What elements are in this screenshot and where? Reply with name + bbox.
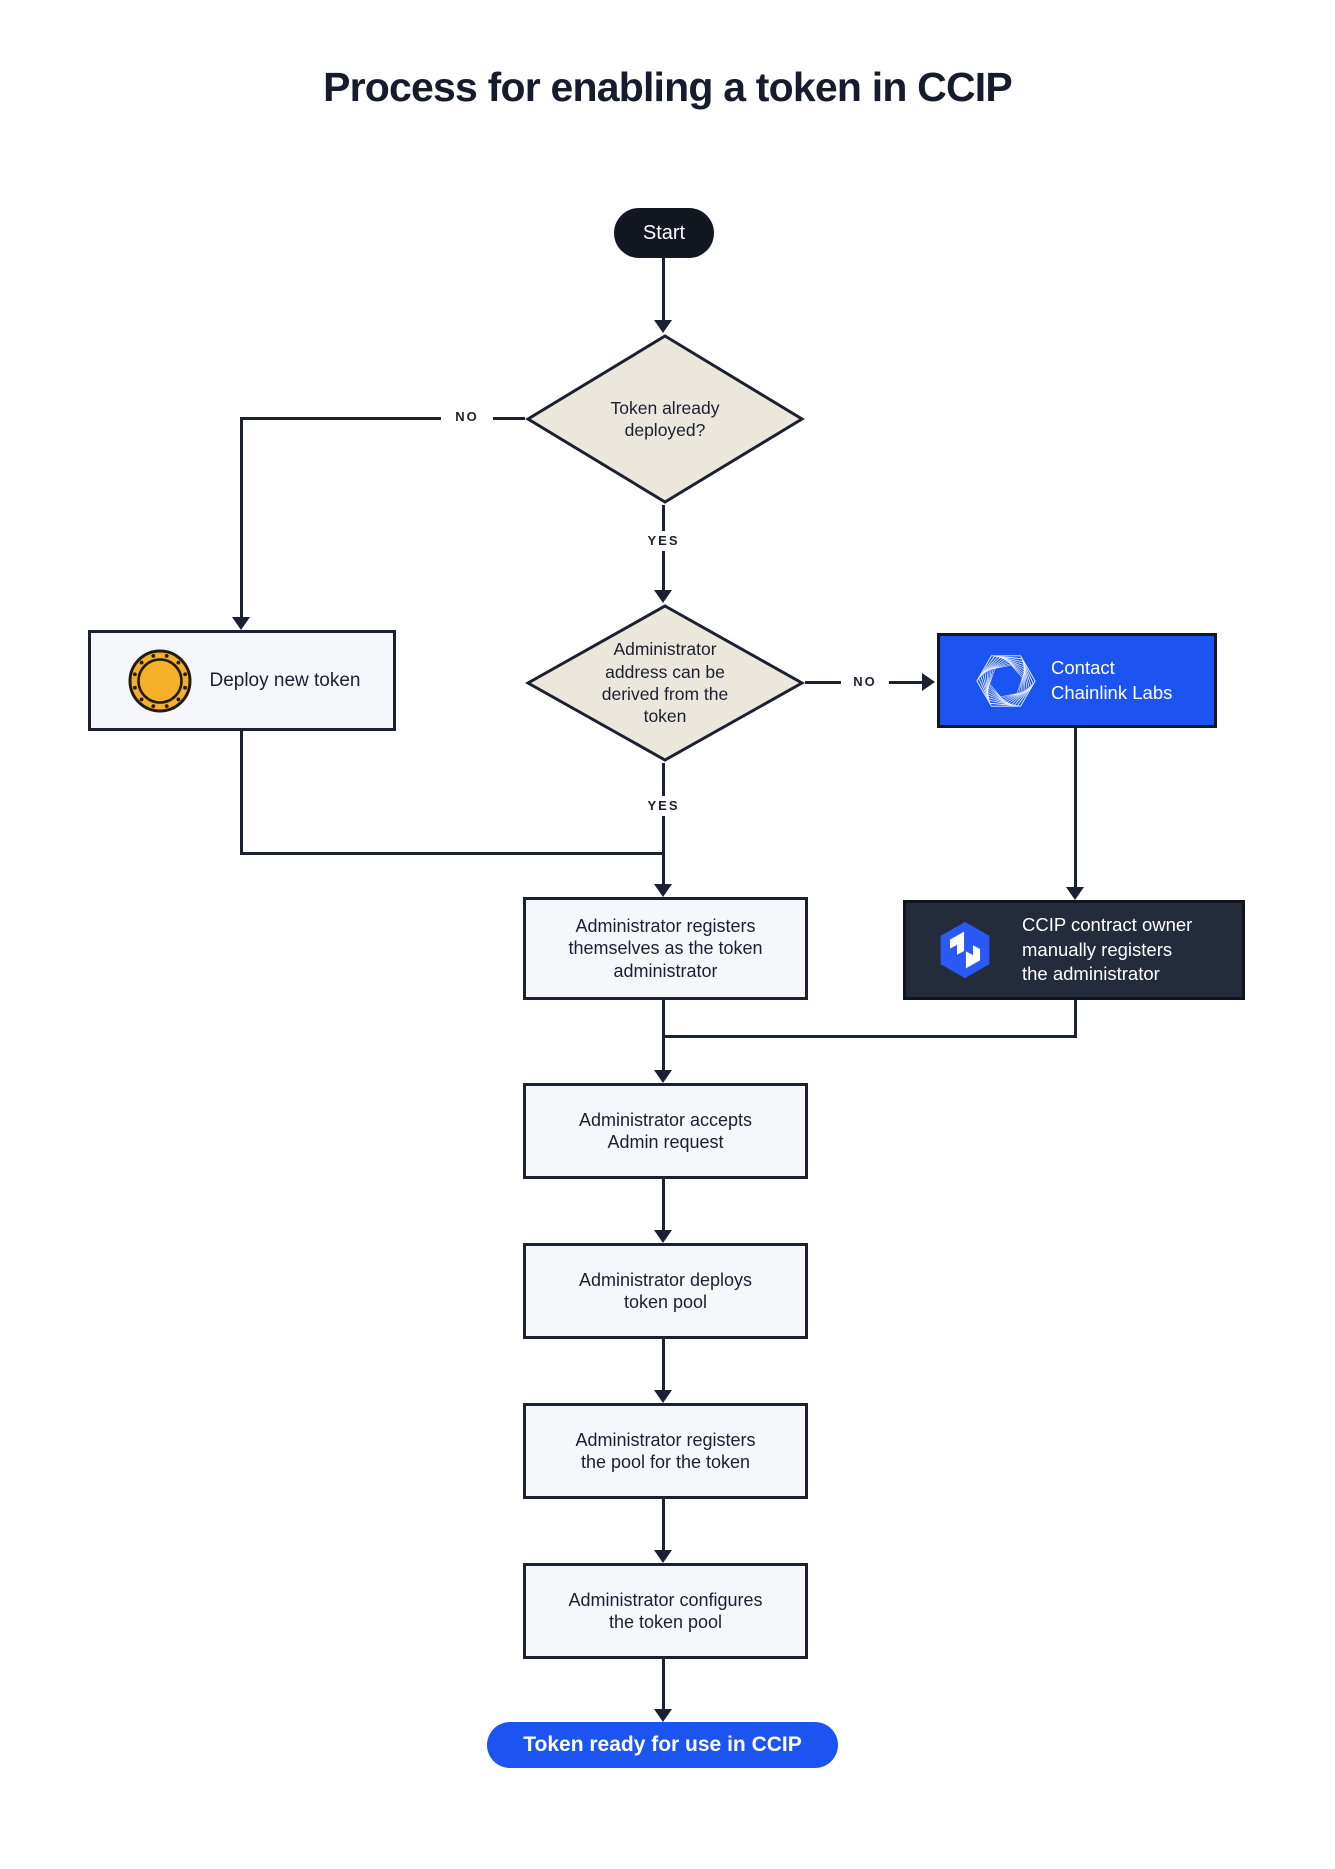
start-node: Start bbox=[614, 208, 714, 258]
admin-registers-pool-label: Administrator registers the pool for the… bbox=[575, 1429, 756, 1473]
edge-label-no: NO bbox=[441, 407, 493, 427]
admin-accepts-label: Administrator accepts Admin request bbox=[578, 1109, 753, 1153]
diamond-shape bbox=[525, 604, 805, 762]
admin-deploys-pool-label: Administrator deploys token pool bbox=[578, 1269, 753, 1313]
edge-start-to-decision1 bbox=[662, 258, 665, 322]
arrowhead-down-icon bbox=[654, 1070, 672, 1083]
edge-configure-to-end bbox=[662, 1659, 665, 1710]
arrowhead-down-icon bbox=[654, 884, 672, 897]
admin-configures-pool-node: Administrator configures the token pool bbox=[523, 1563, 808, 1659]
ccip-logo bbox=[934, 919, 996, 981]
edge-no-horizontal bbox=[241, 417, 525, 420]
edge-label-yes: YES bbox=[636, 531, 691, 551]
edge-ccipowner-down bbox=[1074, 1000, 1077, 1038]
admin-registers-pool-node: Administrator registers the pool for the… bbox=[523, 1403, 808, 1499]
edge-register-to-accepts bbox=[662, 1000, 665, 1071]
edge-registerpool-to-configure bbox=[662, 1499, 665, 1551]
arrowhead-right-icon bbox=[922, 673, 935, 691]
deploy-new-token-label: Deploy new token bbox=[209, 669, 361, 691]
diamond-shape bbox=[525, 334, 805, 504]
admin-accepts-node: Administrator accepts Admin request bbox=[523, 1083, 808, 1179]
ccip-owner-registers-node: CCIP contract owner manually registers t… bbox=[903, 900, 1245, 1000]
arrowhead-down-icon bbox=[654, 1550, 672, 1563]
ccip-owner-registers-label: CCIP contract owner manually registers t… bbox=[1022, 914, 1193, 985]
start-label: Start bbox=[642, 221, 686, 244]
arrowhead-down-icon bbox=[1066, 887, 1084, 900]
page-title: Process for enabling a token in CCIP bbox=[323, 64, 1013, 110]
contact-chainlink-node: Contact Chainlink Labs bbox=[937, 633, 1217, 728]
edge-deploypool-to-registerpool bbox=[662, 1339, 665, 1391]
end-label: Token ready for use in CCIP bbox=[523, 1733, 802, 1756]
admin-registers-self-node: Administrator registers themselves as th… bbox=[523, 897, 808, 1000]
arrowhead-down-icon bbox=[232, 617, 250, 630]
end-node: Token ready for use in CCIP bbox=[487, 1722, 838, 1768]
decision-admin-address: Administrator address can be derived fro… bbox=[525, 603, 805, 763]
edge-contact-to-ccipowner bbox=[1074, 728, 1077, 887]
decision-token-deployed-label: Token already deployed? bbox=[610, 397, 720, 440]
edge-label-no2: NO bbox=[841, 672, 889, 692]
chainlink-labs-logo bbox=[974, 649, 1038, 713]
edge-deploy-down bbox=[240, 731, 243, 855]
edge-yes2-vertical bbox=[662, 763, 665, 885]
admin-registers-self-label: Administrator registers themselves as th… bbox=[568, 915, 763, 981]
admin-configures-pool-label: Administrator configures the token pool bbox=[568, 1589, 763, 1633]
deploy-new-token-node: Deploy new token bbox=[88, 630, 396, 731]
arrowhead-down-icon bbox=[654, 590, 672, 603]
arrowhead-down-icon bbox=[654, 1230, 672, 1243]
arrowhead-down-icon bbox=[654, 1709, 672, 1722]
decision-token-deployed: Token already deployed? bbox=[525, 333, 805, 505]
edge-accepts-to-deploypool bbox=[662, 1179, 665, 1231]
gold-coin-icon bbox=[127, 648, 193, 714]
edge-ccipowner-merge bbox=[663, 1035, 1077, 1038]
arrowhead-down-icon bbox=[654, 320, 672, 333]
edge-no-vertical bbox=[240, 417, 243, 618]
arrowhead-down-icon bbox=[654, 1390, 672, 1403]
contact-chainlink-label: Contact Chainlink Labs bbox=[1051, 657, 1173, 703]
admin-deploys-pool-node: Administrator deploys token pool bbox=[523, 1243, 808, 1339]
edge-label-yes2: YES bbox=[636, 796, 691, 816]
decision-admin-address-label: Administrator address can be derived fro… bbox=[601, 639, 729, 727]
edge-deploy-merge bbox=[240, 852, 665, 855]
